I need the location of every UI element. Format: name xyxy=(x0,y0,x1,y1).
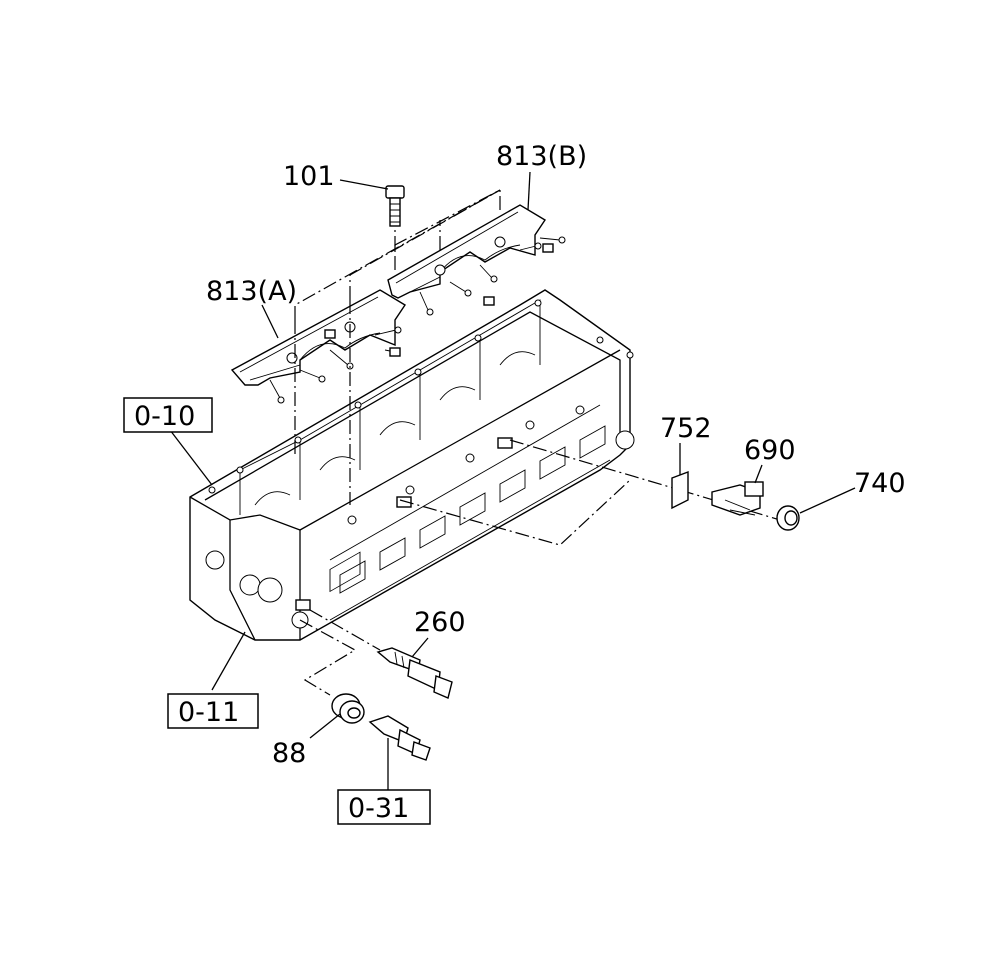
label-88: 88 xyxy=(272,738,306,769)
harness-813b xyxy=(387,204,566,316)
cylinder-head xyxy=(189,289,635,641)
bolt-101 xyxy=(385,185,405,227)
ref-box-0-31[interactable]: 0-31 xyxy=(337,789,431,825)
ref-box-0-10[interactable]: 0-10 xyxy=(123,397,213,433)
label-260: 260 xyxy=(414,607,466,638)
nut-740 xyxy=(776,505,800,531)
ref-label-0-10: 0-10 xyxy=(134,401,195,432)
label-813b: 813(B) xyxy=(496,141,587,172)
ref-label-0-11: 0-11 xyxy=(178,697,239,728)
label-101: 101 xyxy=(283,161,335,192)
sensor-260 xyxy=(376,647,453,699)
label-690: 690 xyxy=(744,435,796,466)
label-740: 740 xyxy=(854,468,906,499)
gasket-752 xyxy=(671,470,689,510)
label-752: 752 xyxy=(660,413,712,444)
ref-label-0-31: 0-31 xyxy=(348,793,409,824)
leader-lines xyxy=(169,171,856,790)
sensor-0-31 xyxy=(368,715,431,761)
sensor-690 xyxy=(711,481,764,516)
fitting-88 xyxy=(331,693,365,724)
ref-box-0-11[interactable]: 0-11 xyxy=(167,693,259,729)
label-813a: 813(A) xyxy=(206,276,297,307)
